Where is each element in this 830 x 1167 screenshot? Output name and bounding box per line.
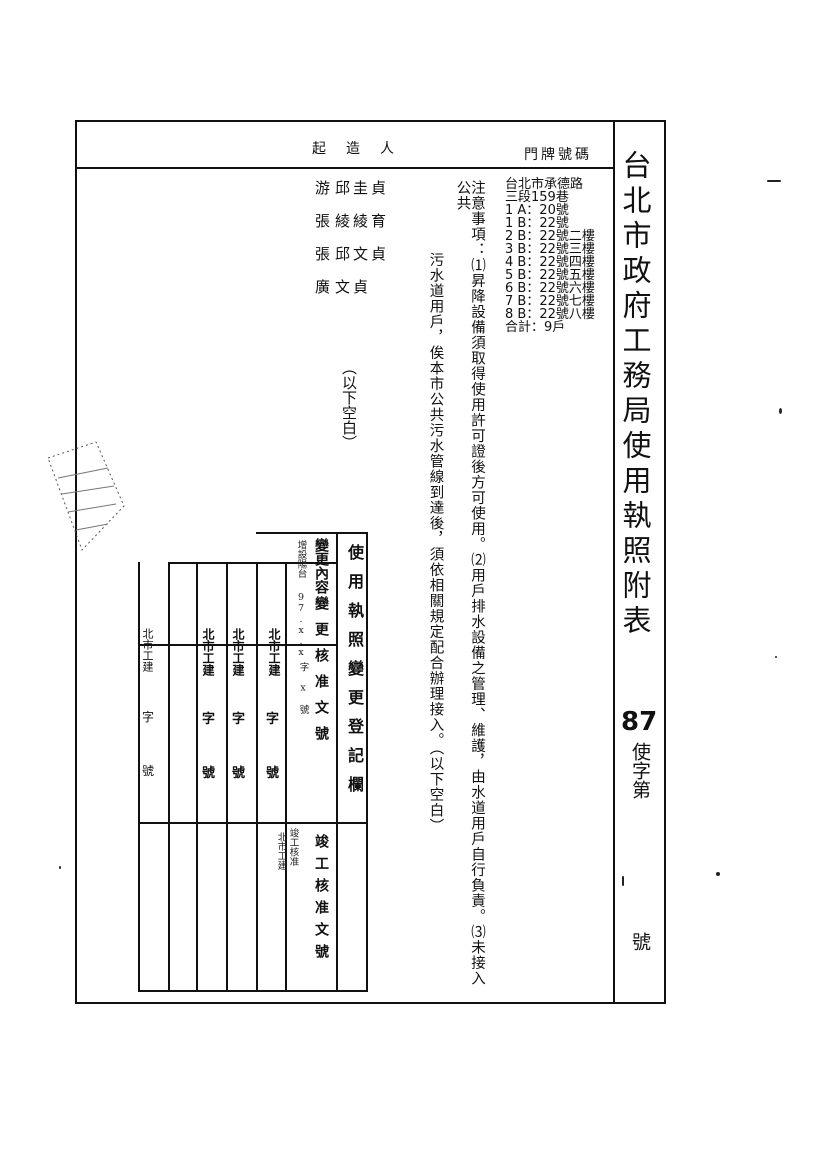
address-line: 1 B：22號 (505, 216, 569, 231)
notes-line-2: 污水道用戶，俟本市公共污水管線到達後，須依相關規定配合辦理接入。（以下空白） (427, 252, 444, 834)
table-border-right (366, 532, 368, 992)
row-char: 字 (232, 712, 246, 727)
table-header-rule (336, 532, 338, 992)
row-no: 號 (202, 766, 216, 781)
address-line: 台北市承德路 (505, 177, 584, 192)
handwritten-note: 北市工建 (275, 832, 287, 870)
table-col-rule (226, 562, 228, 992)
document-title: 台北市政府工務局使用執照附表 (618, 150, 652, 640)
scan-speck (59, 866, 61, 869)
license-suffix: 號 (629, 932, 651, 951)
address-line: 2 B：22號二樓 (505, 229, 595, 244)
builder-header: 起 造 人 (312, 141, 397, 157)
address-line: 4 B：22號四樓 (505, 255, 595, 270)
table-row-rule (168, 562, 336, 564)
address-line: 6 B：22號六樓 (505, 281, 595, 296)
scan-speck (622, 876, 624, 886)
address-line: 3 B：22號三樓 (505, 242, 595, 257)
license-prefix: 使字第 (629, 742, 651, 799)
table-col-rule (285, 562, 287, 992)
row-office: 北市工建 (231, 628, 245, 676)
row-no: 號 (232, 766, 246, 781)
handwritten-note: 97.x.x (295, 592, 307, 658)
row-char: 字 (142, 710, 155, 724)
table-col-rule (168, 562, 170, 992)
row-office: 北市工建 (141, 628, 154, 672)
door-plate-header: 門牌號碼 (524, 147, 592, 163)
col-header-change-content: 變更內容 (313, 538, 329, 594)
address-line: 8 B：22號八樓 (505, 307, 595, 322)
table-row-rule (138, 822, 366, 824)
table-col-rule (256, 562, 258, 992)
address-line: 1 A：20號 (505, 203, 569, 218)
blank-remainder-mark: （以下空白） (340, 360, 358, 450)
document-frame (75, 120, 666, 1004)
col-header-completion-approval: 竣工核准文號 (313, 834, 329, 966)
table-col-rule (196, 562, 198, 992)
row-char: 字 (202, 712, 216, 727)
header-divider (77, 167, 613, 169)
row-char: 字 (266, 712, 280, 727)
applicant-col-d: 游 張 張 廣 (313, 180, 331, 294)
address-line: 合計：9戶 (505, 320, 566, 335)
handwritten-note: 竣工核准 (287, 828, 299, 866)
notes-line-1: 注意事項：⑴昇降設備須取得使用許可證後方可使用。⑵用戶排水設備之管理、維護，由水… (454, 180, 486, 986)
handwritten-note: 增設陽台 (295, 540, 307, 578)
address-line: 三段159巷 (505, 190, 569, 205)
address-line: 7 B：22號七樓 (505, 294, 595, 309)
row-office: 北市工建 (267, 628, 281, 676)
applicant-col-c: 邱 綾 邱 文 (333, 180, 351, 294)
table-border-left (138, 562, 140, 992)
scan-speck (775, 656, 777, 658)
applicant-col-b: 圭 綾 文 貞 (351, 180, 369, 294)
handwritten-note: 字 x 號 (297, 662, 309, 714)
applicant-col-a: 貞 育 貞 (369, 180, 387, 261)
row-office: 北市工建 (201, 628, 215, 676)
registration-table: 使用執照變更登記欄 變更內容 變更核准文號 竣工核准文號 北市工建 字 號 北市… (138, 532, 368, 992)
col-header-change-approval: 變更核准文號 (313, 596, 329, 752)
registration-header: 使用執照變更登記欄 (345, 544, 364, 805)
scan-speck (767, 180, 781, 182)
address-list: 台北市承德路 三段159巷 1 A：20號 1 B：22號 2 B：22號二樓 … (505, 178, 595, 334)
table-border-top (256, 532, 366, 534)
table-border-bottom (138, 990, 366, 992)
sidebar-divider (613, 120, 615, 1004)
table-row-rule (138, 644, 336, 646)
row-no: 號 (142, 764, 155, 778)
license-number: 87 (621, 707, 658, 737)
row-no: 號 (266, 766, 280, 781)
scan-speck (779, 408, 782, 414)
scan-speck (716, 872, 720, 876)
paper-fold-artifact (47, 441, 125, 551)
address-line: 5 B：22號五樓 (505, 268, 595, 283)
